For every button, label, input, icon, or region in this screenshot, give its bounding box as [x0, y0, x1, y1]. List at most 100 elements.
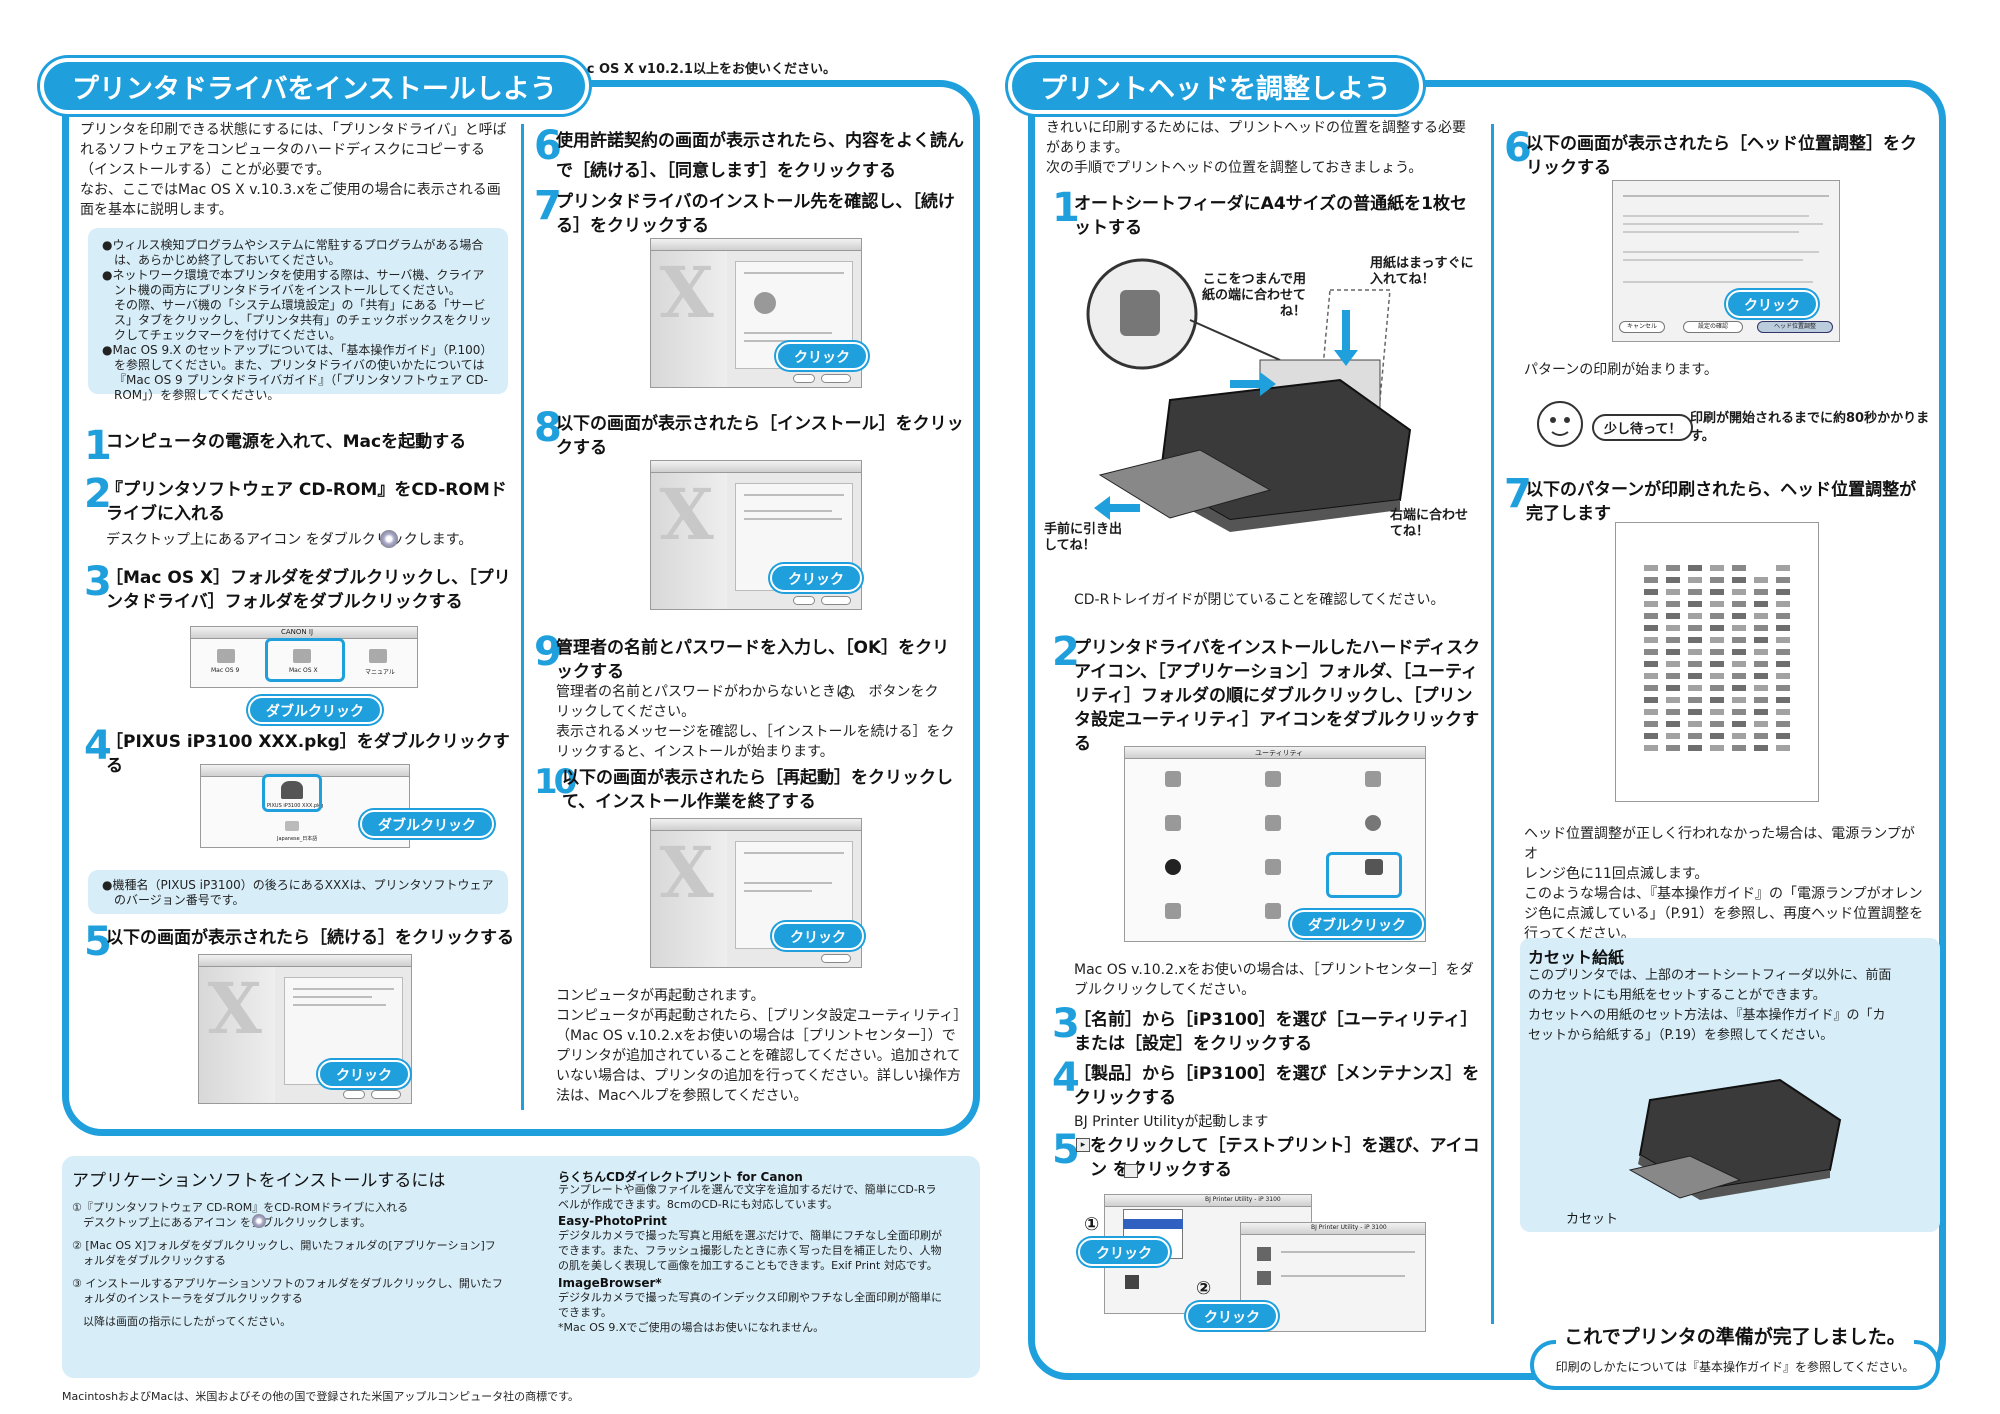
head-alignment-pattern — [1615, 522, 1819, 802]
click-bubble-step10: クリック — [772, 922, 864, 950]
pattern-mark — [1754, 649, 1768, 655]
confirm-settings-button[interactable]: 設定の確認 — [1683, 321, 1743, 333]
app-icon — [1165, 903, 1181, 919]
pattern-mark — [1688, 589, 1702, 595]
pattern-mark — [1666, 673, 1680, 679]
pattern-start-note: パターンの印刷が始まります。 — [1524, 362, 1718, 378]
pattern-mark — [1776, 577, 1790, 583]
pattern-mark — [1666, 697, 1680, 703]
pattern-mark — [1776, 685, 1790, 691]
pattern-mark — [1732, 613, 1746, 619]
pattern-mark — [1644, 637, 1658, 643]
app-icon — [1265, 771, 1281, 787]
step-9-description: 管理者の名前とパスワードがわからないときは、 ボタンをク リックしてください。 … — [556, 684, 955, 760]
wait-bubble: 少し待って！ — [1592, 414, 1694, 441]
right-intro: きれいに印刷するためには、プリントヘッドの位置を調整する必要 があります。 次の… — [1046, 120, 1466, 176]
pattern-mark — [1710, 637, 1724, 643]
pattern-mark — [1754, 673, 1768, 679]
pattern-mark — [1644, 577, 1658, 583]
pattern-mark — [1754, 721, 1768, 727]
pattern-mark — [1776, 661, 1790, 667]
pattern-mark — [1710, 613, 1724, 619]
pattern-mark — [1688, 613, 1702, 619]
pattern-mark — [1776, 601, 1790, 607]
test-print-icon — [1124, 1164, 1138, 1178]
pattern-mark — [1688, 661, 1702, 667]
pattern-mark — [1754, 589, 1768, 595]
double-click-bubble: ダブルクリック — [248, 696, 382, 724]
pattern-mark — [1688, 637, 1702, 643]
callout-front: 手前に引き出してね！ — [1044, 522, 1123, 553]
pattern-mark — [1688, 625, 1702, 631]
blue-arrow-left — [1094, 496, 1140, 520]
head-alignment-button[interactable]: ヘッド位置調整 — [1757, 321, 1833, 333]
printer-setup-utility-icon — [1365, 859, 1383, 875]
step-marker-2: ② — [1196, 1278, 1212, 1299]
pattern-mark — [1754, 745, 1768, 751]
pattern-mark — [1710, 685, 1724, 691]
pattern-mark — [1732, 697, 1746, 703]
pattern-mark — [1732, 625, 1746, 631]
utility-folder-screenshot: ユーティリティ — [1124, 746, 1426, 942]
utility-icon — [1257, 1247, 1271, 1261]
pattern-mark — [1732, 721, 1746, 727]
package-icon — [281, 781, 303, 799]
pattern-mark — [1666, 601, 1680, 607]
menu-selected-item — [1123, 1219, 1183, 1229]
pattern-mark — [1666, 565, 1680, 571]
cdr-tray-note: CD-Rトレイガイドが閉じていることを確認してください。 — [1074, 592, 1445, 608]
menu-triangle-icon: ▸ — [1076, 1138, 1090, 1152]
pattern-mark — [1710, 733, 1724, 739]
pattern-mark — [1776, 673, 1790, 679]
pattern-mark — [1732, 685, 1746, 691]
pattern-mark — [1776, 649, 1790, 655]
completion-banner: これでプリンタの準備が完了しました。 印刷のしかたについては『基本操作ガイド』を… — [1530, 1326, 1940, 1390]
pattern-mark — [1776, 721, 1790, 727]
application-install-box: アプリケーションソフトをインストールするには ①『プリンタソフトウェア CD-R… — [62, 1156, 980, 1378]
folder-icon — [285, 821, 299, 831]
pattern-mark — [1776, 697, 1790, 703]
app-icon — [1365, 815, 1381, 831]
app-icon — [1265, 859, 1281, 875]
pattern-mark — [1710, 661, 1724, 667]
pattern-mark — [1754, 625, 1768, 631]
utility-icon — [1125, 1275, 1139, 1289]
pattern-mark — [1754, 685, 1768, 691]
wait-text: 印刷が開始されるまでに約80秒かかります。 — [1690, 411, 1930, 444]
pattern-mark — [1666, 577, 1680, 583]
cassette-feed-box: カセット給紙 このプリンタでは、上部のオートシートフィーダ以外に、前面 のカセッ… — [1520, 938, 1940, 1232]
app-icon — [1265, 815, 1281, 831]
left-intro: プリンタを印刷できる状態にするには、「プリンタドライバ」と呼ば れるソフトウェア… — [80, 122, 507, 218]
folder-highlight — [265, 638, 345, 682]
cd-rom-icon — [252, 1214, 266, 1228]
mac-version-notice: Mac OS X v10.2.1以上をお使いください。 — [565, 62, 836, 77]
pattern-mark — [1710, 601, 1724, 607]
pattern-mark — [1710, 721, 1724, 727]
disk-icon — [754, 292, 777, 314]
pattern-mark — [1754, 637, 1768, 643]
pattern-mark — [1732, 661, 1746, 667]
pattern-mark — [1710, 589, 1724, 595]
waiting-character-icon — [1537, 401, 1583, 447]
right-section-title: プリントヘッドを調整しよう — [1008, 58, 1423, 114]
application-install-title: アプリケーションソフトをインストールするには — [72, 1171, 446, 1191]
left-column-divider — [521, 124, 524, 1110]
pattern-mark — [1754, 697, 1768, 703]
pattern-mark — [1776, 709, 1790, 715]
pattern-mark — [1732, 673, 1746, 679]
pattern-mark — [1776, 589, 1790, 595]
pattern-mark — [1710, 709, 1724, 715]
cancel-button[interactable]: キャンセル — [1619, 321, 1665, 333]
blue-arrow-down — [1334, 310, 1358, 366]
double-click-bubble-2: ダブルクリック — [360, 810, 494, 838]
pattern-mark — [1666, 625, 1680, 631]
restart-explanation: コンピュータが再起動されます。 コンピュータが再起動されたら、［プリンタ設定ユー… — [556, 988, 968, 1104]
step-marker-1: ① — [1084, 1214, 1100, 1235]
pattern-mark — [1688, 709, 1702, 715]
utility-icon — [1257, 1271, 1271, 1285]
pattern-mark — [1688, 601, 1702, 607]
pattern-mark — [1710, 697, 1724, 703]
click-bubble-step7: クリック — [776, 342, 868, 370]
pattern-mark — [1710, 649, 1724, 655]
pattern-mark — [1688, 577, 1702, 583]
